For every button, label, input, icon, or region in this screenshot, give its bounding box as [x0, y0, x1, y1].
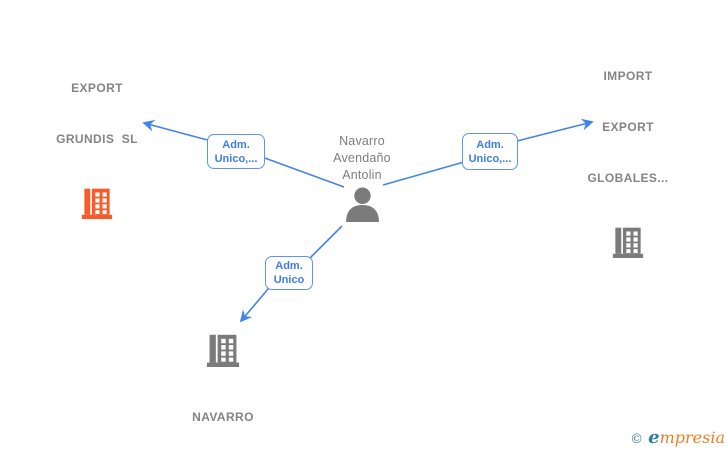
person-name[interactable]: Navarro Avendaño Antolin [333, 134, 391, 182]
edge-label-adm-unico-left[interactable]: Adm. Unico,... [207, 134, 265, 169]
logo-first-letter: e [648, 427, 660, 448]
logo-brand-text: mpresia [659, 428, 725, 447]
node-export-grundis[interactable]: EXPORT GRUNDIS SL [27, 46, 167, 225]
company-name[interactable]: EXPORT GRUNDIS SL [56, 81, 138, 146]
building-icon[interactable] [206, 332, 240, 373]
node-navarro-moreno[interactable]: NAVARRO MORENO SIGLO XXI SL [153, 332, 293, 450]
building-icon[interactable] [81, 186, 113, 225]
company-name[interactable]: IMPORT EXPORT GLOBALES... [587, 69, 669, 185]
company-name[interactable]: NAVARRO MORENO SIGLO XXI SL [192, 410, 254, 424]
building-icon[interactable] [612, 225, 644, 264]
node-person-navarro-avendano[interactable]: Navarro Avendaño Antolin [292, 133, 432, 227]
edge-label-adm-unico-right[interactable]: Adm. Unico,... [462, 133, 518, 170]
person-icon[interactable] [344, 187, 381, 227]
edge-label-adm-unico-bottom[interactable]: Adm. Unico [265, 256, 313, 290]
empresia-logo[interactable]: © e mpresia [630, 427, 725, 448]
copyright-icon: © [630, 432, 644, 447]
node-import-export-globales[interactable]: IMPORT EXPORT GLOBALES... [558, 34, 698, 264]
